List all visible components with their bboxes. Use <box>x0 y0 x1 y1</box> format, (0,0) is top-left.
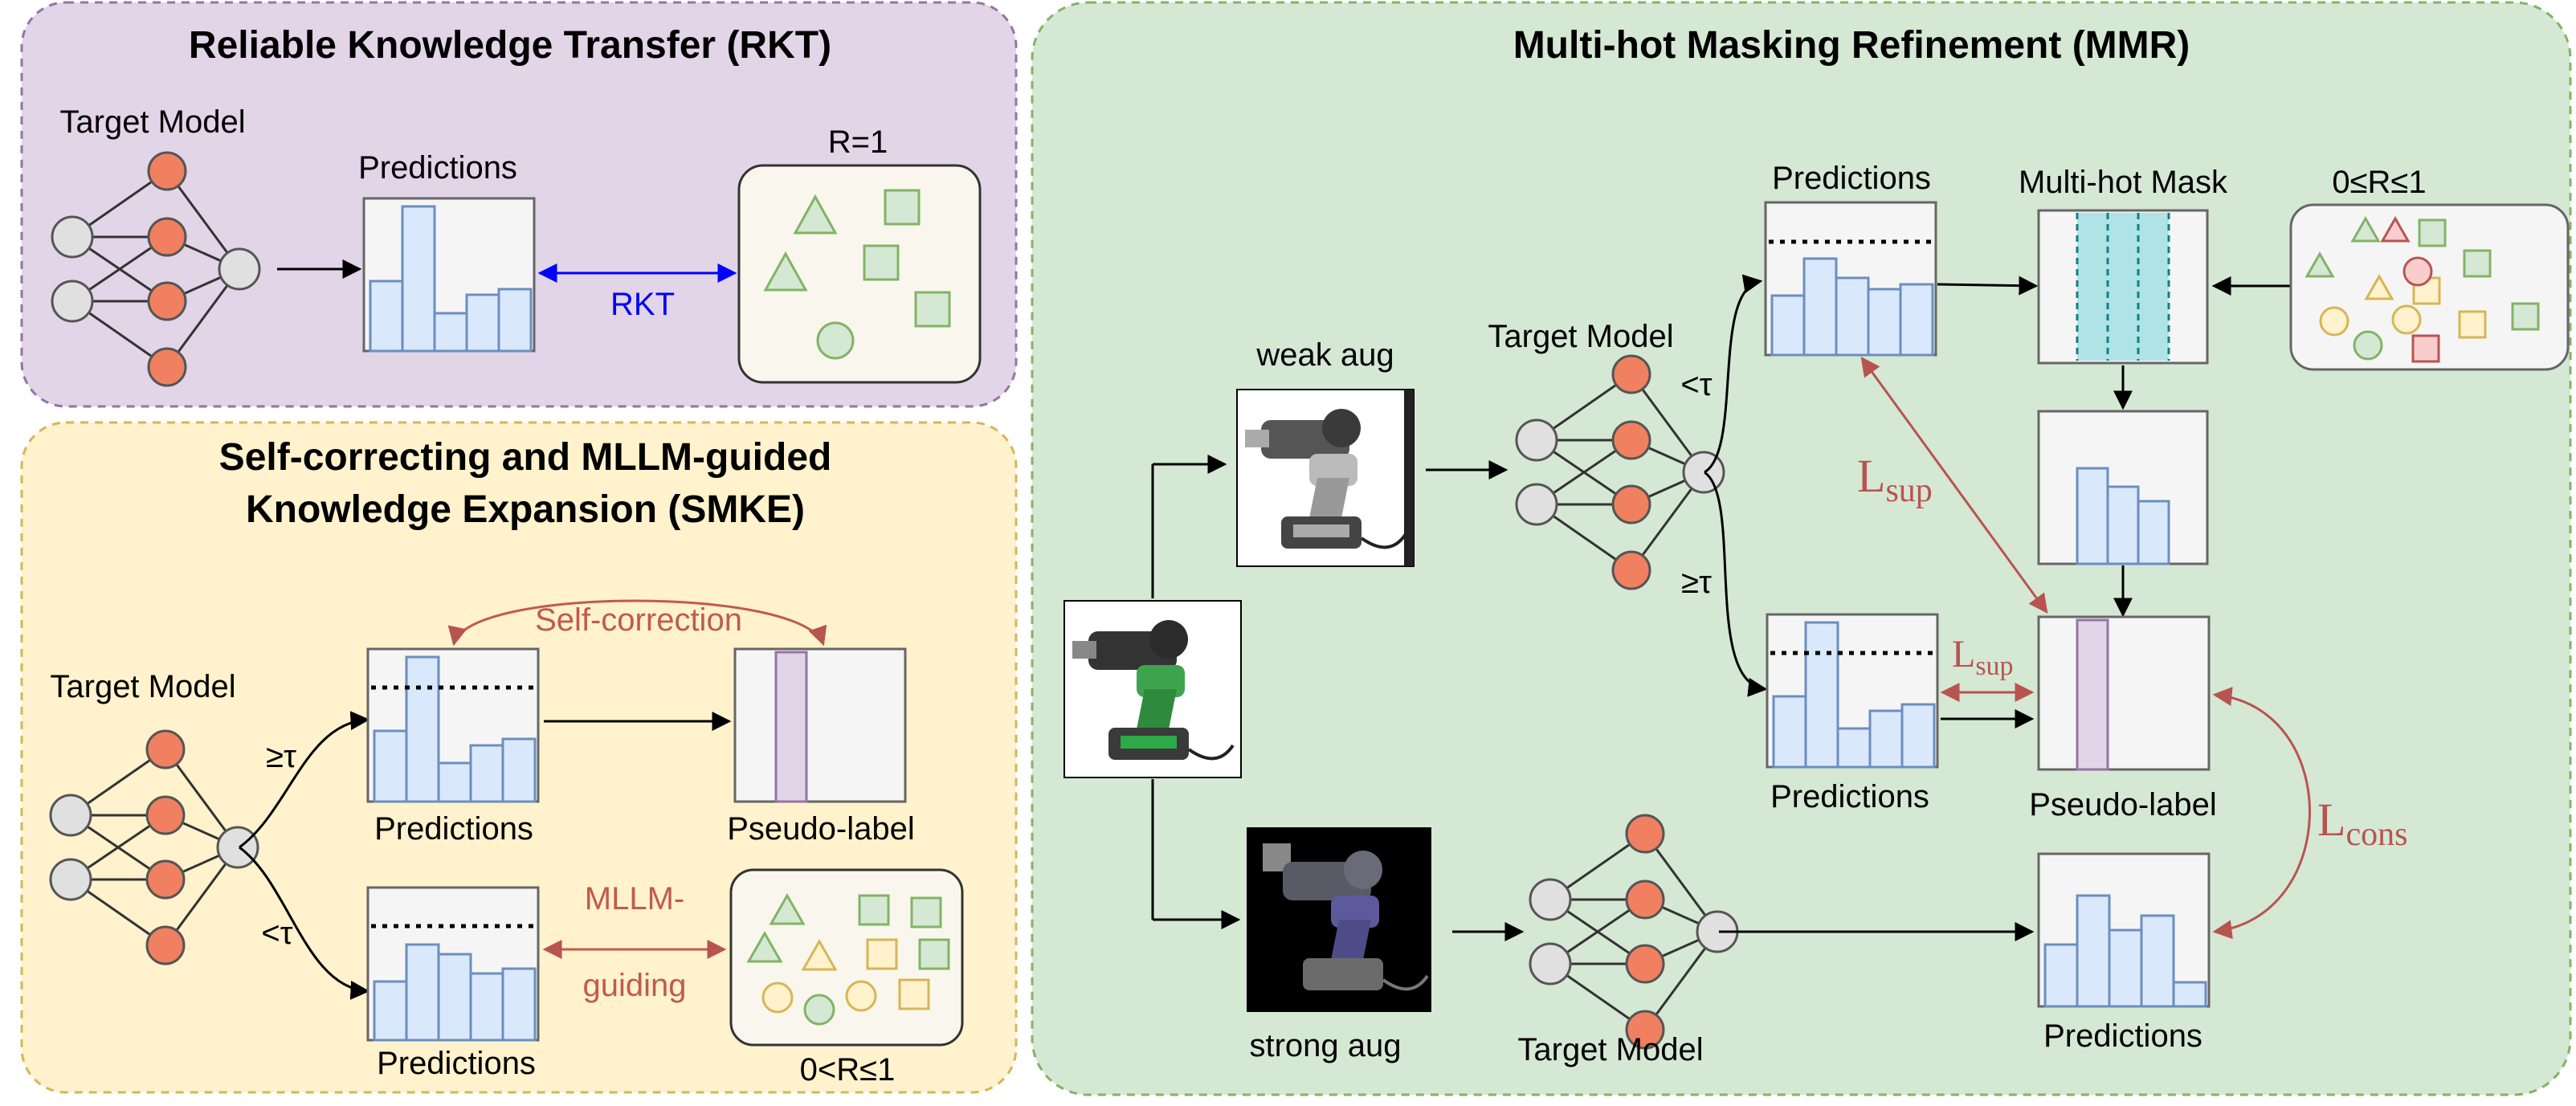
mmr-predictions-mid-label: Predictions <box>1770 779 1929 814</box>
mmr-predictions-top-label: Predictions <box>1772 161 1931 196</box>
mmr-l-cons: Lcons <box>2317 794 2407 853</box>
rkt-target-model-label: Target Model <box>59 104 245 140</box>
smke-predictions-top-chart <box>366 647 540 803</box>
rkt-arrow-label: RKT <box>610 287 675 322</box>
smke-class-set <box>729 868 964 1047</box>
mmr-l-sup-small: Lsup <box>1952 633 2014 681</box>
mmr-lt-tau-label: <τ <box>1680 367 1712 402</box>
mmr-predictions-top-chart <box>1764 201 1937 357</box>
rkt-predictions-label: Predictions <box>358 150 517 186</box>
mmr-pseudo-label-label: Pseudo-label <box>2029 787 2217 822</box>
smke-mllm-label-line1: MLLM- <box>585 881 684 916</box>
smke-r-range: 0<R≤1 <box>800 1052 896 1088</box>
mmr-input-image <box>1063 599 1243 779</box>
smke-predictions-bottom-chart <box>366 886 540 1042</box>
mmr-strong-aug-label: strong aug <box>1249 1028 1401 1063</box>
smke-title-line2: Knowledge Expansion (SMKE) <box>246 488 805 531</box>
mmr-geq-tau-label: ≥τ <box>1681 565 1712 600</box>
rkt-title: Reliable Knowledge Transfer (RKT) <box>189 24 831 67</box>
smke-predictions-bottom-label: Predictions <box>377 1046 536 1081</box>
rkt-predictions-chart <box>362 197 536 353</box>
mmr-predictions-mid-chart <box>1766 613 1939 769</box>
mmr-masked-prediction-chart <box>2037 410 2209 565</box>
mmr-multi-hot-mask-label: Multi-hot Mask <box>2019 165 2228 200</box>
smke-lt-tau-label: <τ <box>261 916 292 951</box>
mmr-class-set <box>2289 203 2570 371</box>
mmr-weak-aug-image <box>1235 388 1415 568</box>
smke-pseudo-label-chart <box>733 647 907 803</box>
mmr-title: Multi-hot Masking Refinement (MMR) <box>1513 24 2190 67</box>
smke-mllm-label-line2: guiding <box>582 968 686 1003</box>
smke-title-line1: Self-correcting and MLLM-guided <box>219 436 832 479</box>
rkt-panel: Reliable Knowledge Transfer (RKT) Target… <box>20 1 1018 408</box>
rkt-r-value: R=1 <box>828 124 888 160</box>
smke-predictions-top-label: Predictions <box>374 811 533 847</box>
mmr-pseudo-label-chart <box>2037 615 2211 771</box>
rkt-class-set <box>737 164 982 384</box>
mmr-target-model-bottom-label: Target Model <box>1517 1032 1703 1067</box>
mmr-multi-hot-mask-chart <box>2037 209 2209 365</box>
smke-target-model-label: Target Model <box>50 669 235 704</box>
mmr-predictions-bottom-label: Predictions <box>2043 1018 2202 1054</box>
mmr-r-range: 0≤R≤1 <box>2332 165 2426 200</box>
smke-geq-tau-label: ≥τ <box>266 739 296 774</box>
mmr-panel: Multi-hot Masking Refinement (MMR) weak … <box>1031 1 2572 1096</box>
mmr-strong-aug-image <box>1245 826 1433 1014</box>
mmr-weak-aug-label: weak aug <box>1255 337 1394 373</box>
mmr-target-model-top-label: Target Model <box>1488 319 1673 354</box>
smke-panel: Self-correcting and MLLM-guided Knowledg… <box>20 421 1018 1094</box>
smke-pseudo-label-label: Pseudo-label <box>727 811 915 847</box>
mmr-predictions-bottom-chart <box>2037 852 2211 1008</box>
smke-self-correction-label: Self-correction <box>535 602 742 638</box>
mmr-l-sup-large: Lsup <box>1857 450 1933 509</box>
